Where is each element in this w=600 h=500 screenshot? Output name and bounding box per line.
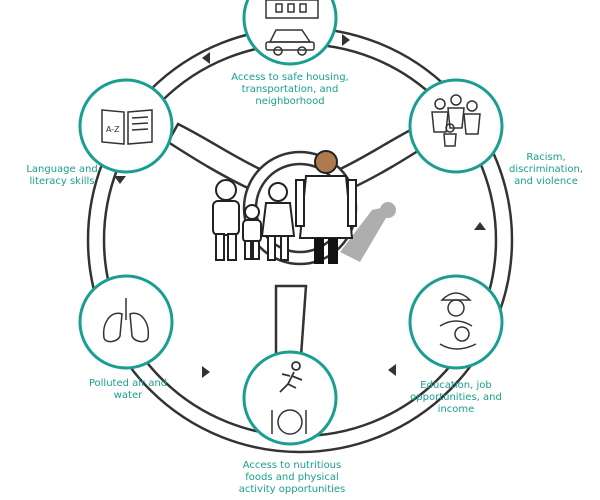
label-housing: Access to safe housing, transportation, … [222, 72, 358, 108]
arrow-icon [202, 52, 210, 64]
label-literacy: Language and literacy skills [14, 164, 110, 188]
arrow-icon [342, 34, 350, 46]
label-line: water [113, 390, 143, 401]
spoke-left [166, 122, 264, 192]
node-racism [408, 78, 504, 174]
label-line: transportation, and [241, 84, 339, 95]
runner-icon [279, 361, 303, 393]
label-line: Education, job [420, 380, 492, 391]
label-line: Language and [26, 164, 98, 175]
label-education: Education, job opportunities, and income [398, 380, 514, 416]
label-line: Racism, [526, 152, 566, 163]
label-line: opportunities, and [410, 392, 502, 403]
label-line: Polluted air and [88, 378, 168, 389]
worker-money-icon [439, 292, 477, 350]
arrow-icon [474, 222, 486, 230]
label-line: neighborhood [255, 96, 325, 107]
arrow-icon [114, 176, 126, 184]
node-nutrition [242, 350, 338, 446]
plate-icon [271, 409, 307, 435]
svg-text:A-Z: A-Z [106, 125, 120, 134]
node-literacy: A-Z [78, 78, 174, 174]
label-line: and violence [514, 176, 578, 187]
crowd-icon [431, 94, 481, 147]
label-line: foods and physical [245, 472, 339, 483]
label-air: Polluted air and water [78, 378, 178, 402]
label-line: income [437, 404, 475, 415]
arrow-icon [388, 364, 396, 376]
label-line: activity opportunities [238, 484, 346, 495]
label-nutrition: Access to nutritious foods and physical … [226, 460, 358, 496]
lungs-icon [102, 298, 150, 343]
label-line: Access to safe housing, [231, 72, 349, 83]
label-line: discrimination, [508, 164, 584, 175]
rim-arrows [114, 34, 486, 378]
doctor-shadow [340, 202, 396, 262]
house-icon [265, 0, 319, 19]
label-racism: Racism, discrimination, and violence [500, 152, 592, 188]
family-icon [212, 179, 296, 261]
wheel-spokes [166, 122, 434, 372]
arrow-icon [202, 366, 210, 378]
car-icon [265, 29, 315, 56]
label-line: literacy skills [29, 176, 95, 187]
label-line: Access to nutritious [242, 460, 342, 471]
book-icon: A-Z [101, 109, 153, 145]
node-air [78, 274, 174, 370]
doctor-icon [295, 150, 357, 264]
node-housing [242, 0, 338, 66]
node-education [408, 274, 504, 370]
